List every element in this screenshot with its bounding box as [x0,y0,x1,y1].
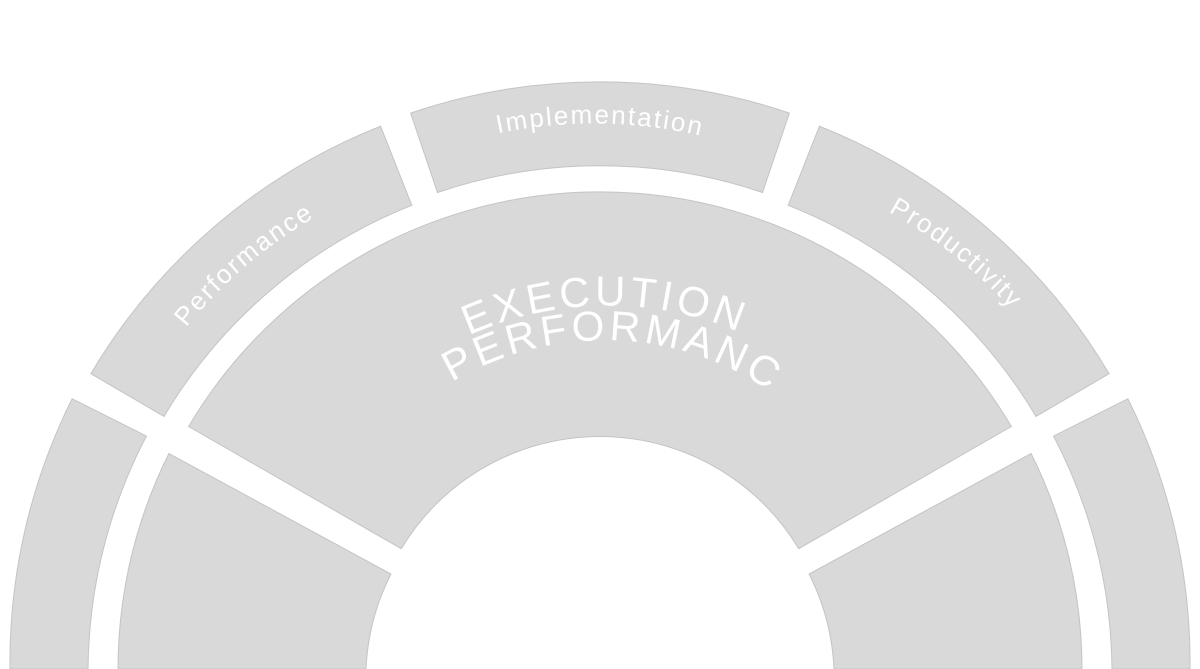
outer-segment-implementation [409,81,791,194]
outer-segment-right [1052,398,1191,669]
inner-segment-center [187,191,1013,550]
inner-segment-left [117,452,392,669]
outer-segment-left [9,398,148,669]
outer-segment-productivity [787,125,1110,418]
outer-segment-performance [90,125,413,418]
inner-segment-right [808,452,1083,669]
